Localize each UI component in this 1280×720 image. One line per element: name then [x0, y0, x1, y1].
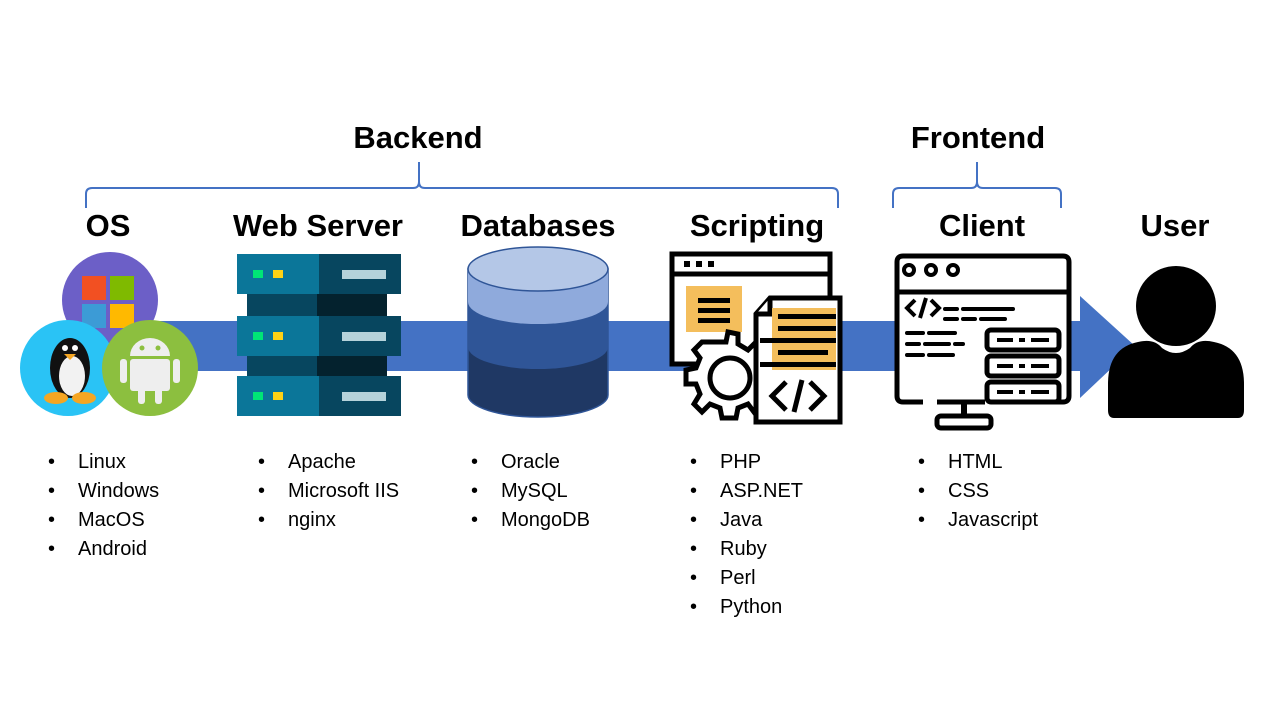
- scripting-list: PHP ASP.NET Java Ruby Perl Python: [690, 448, 803, 622]
- android-logo-icon: [102, 320, 198, 416]
- list-item: PHP: [690, 448, 803, 477]
- stacked-server-icon: [984, 327, 1062, 405]
- list-item: Javascript: [918, 506, 1038, 535]
- frontend-label: Frontend: [910, 120, 1046, 155]
- list-item: Python: [690, 593, 803, 622]
- list-item: Windows: [48, 477, 159, 506]
- list-item: ASP.NET: [690, 477, 803, 506]
- os-list: Linux Windows MacOS Android: [48, 448, 159, 564]
- web-server-list: Apache Microsoft IIS nginx: [258, 448, 399, 535]
- list-item: Linux: [48, 448, 159, 477]
- script-code-icon: [669, 251, 843, 425]
- list-item: nginx: [258, 506, 399, 535]
- list-item: Apache: [258, 448, 399, 477]
- list-item: Ruby: [690, 535, 803, 564]
- list-item: MacOS: [48, 506, 159, 535]
- list-item: MySQL: [471, 477, 590, 506]
- list-item: Android: [48, 535, 159, 564]
- column-title-scripting: Scripting: [689, 208, 825, 243]
- list-item: CSS: [918, 477, 1038, 506]
- client-list: HTML CSS Javascript: [918, 448, 1038, 535]
- column-title-os: OS: [85, 208, 131, 243]
- list-item: Java: [690, 506, 803, 535]
- list-item: MongoDB: [471, 506, 590, 535]
- backend-label: Backend: [353, 120, 483, 155]
- user-icon: [1108, 266, 1244, 418]
- databases-list: Oracle MySQL MongoDB: [471, 448, 590, 535]
- server-rack-icon: [237, 254, 401, 416]
- list-item: Oracle: [471, 448, 590, 477]
- column-title-web-server: Web Server: [232, 208, 403, 243]
- list-item: HTML: [918, 448, 1038, 477]
- column-title-databases: Databases: [460, 208, 616, 243]
- web-client-icon: [894, 253, 1072, 431]
- column-title-user: User: [1140, 208, 1210, 243]
- list-item: Perl: [690, 564, 803, 593]
- column-title-client: Client: [938, 208, 1026, 243]
- os-logos-icon: [20, 252, 198, 416]
- database-icon: [467, 246, 609, 418]
- list-item: Microsoft IIS: [258, 477, 399, 506]
- linux-tux-icon: [20, 320, 116, 416]
